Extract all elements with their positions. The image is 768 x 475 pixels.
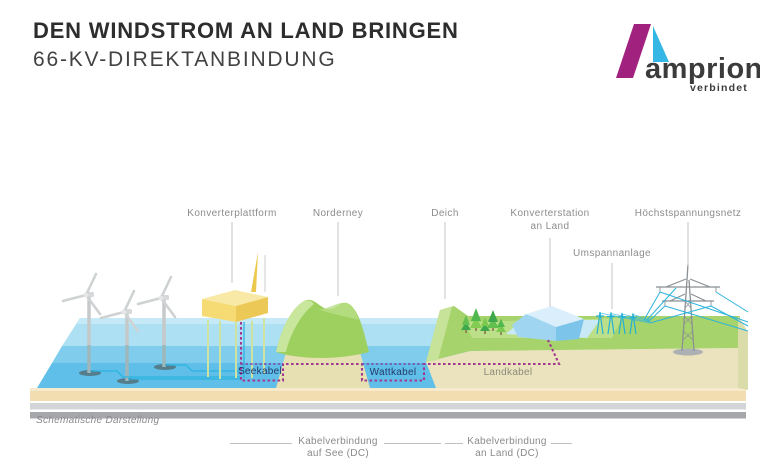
label-deich: Deich [431,208,459,219]
array-cables-66kv [90,322,245,380]
schematic-note: Schematische Darstellung [36,415,160,426]
logo-magenta-bar [616,24,651,78]
leader-lines [231,222,689,309]
page-title: DEN WINDSTROM AN LAND BRINGEN [33,18,459,43]
sea-water [37,318,480,388]
amprion-logo: amprion verbindet [616,24,760,94]
land-bracket-label: Kabelverbindung an Land (DC) [467,436,547,459]
label-landkabel: Landkabel [483,367,533,378]
tree-icons [461,308,506,335]
island-norderney [276,299,370,388]
ground-strata [30,388,746,419]
sea-bracket-line-right [384,443,441,444]
logo-brand-text: amprion [645,53,760,85]
tree-icon [480,317,490,334]
land-bracket-line-right [551,443,572,444]
tree-icon [487,310,499,331]
wind-turbines [61,272,177,384]
land-bracket-line-left [445,443,463,444]
logo-cyan-triangle [653,26,669,62]
tree-icon [496,319,506,335]
sea-bracket-label: Kabelverbindung auf See (DC) [298,436,378,459]
dc-cable-dotted [239,322,561,382]
label-seekabel: Seekabel [237,366,283,377]
tree-icon [461,315,471,333]
sea-bracket-line-left [230,443,292,444]
label-konverterplattform: Konverterplattform [187,208,277,219]
label-norderney: Norderney [312,208,364,219]
label-hoechstspannungsnetz: Höchstspannungsnetz [634,208,742,219]
logo-tagline-text: verbindet [690,82,748,94]
page-subtitle: 66-KV-DIREKTANBINDUNG [33,48,337,71]
transmission-tower-icon [643,263,749,356]
converter-station [506,306,600,341]
label-umspannanlage: Umspannanlage [572,248,652,259]
label-wattkabel: Wattkabel [369,367,417,378]
tree-icon [470,308,482,331]
substation [596,311,651,335]
label-konverterstation: Konverterstation an Land [510,208,590,232]
platform-crane [251,252,258,292]
wind-turbine-icon [61,272,102,376]
wind-turbine-icon [99,289,140,384]
